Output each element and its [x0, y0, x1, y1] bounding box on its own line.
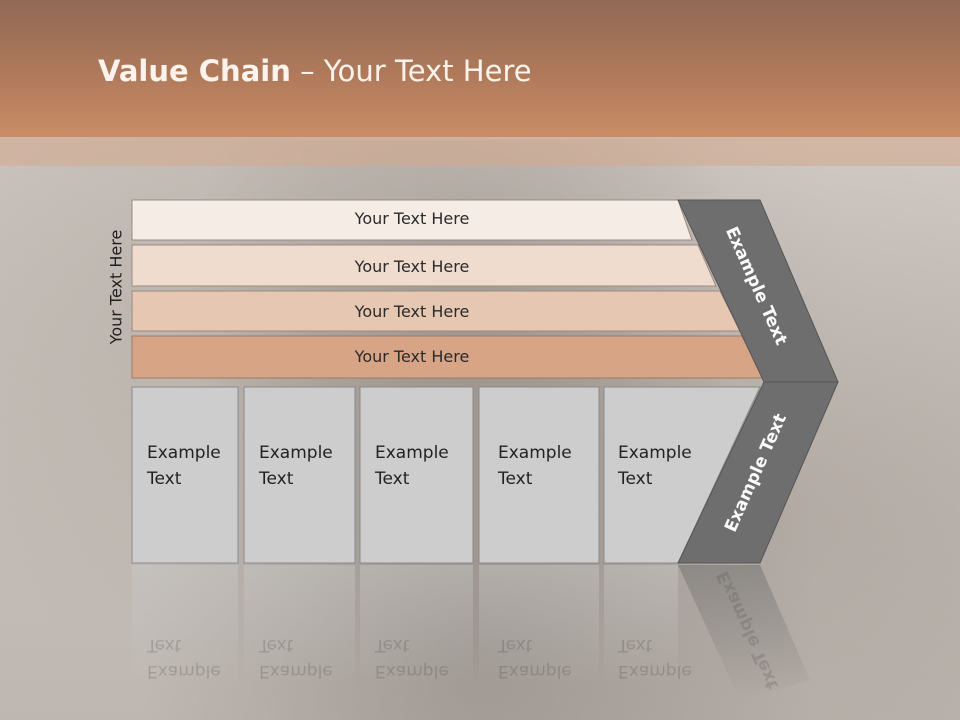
activity-label-5: Example Text — [618, 443, 692, 489]
reflection-label-2: Example Text — [259, 635, 333, 681]
margin-chevron-lower — [677, 381, 839, 564]
reflection-label-3: Example Text — [375, 635, 449, 681]
row-label-3: Your Text Here — [354, 302, 470, 321]
title-bold: Value Chain — [98, 54, 291, 88]
activity-label-2: Example Text — [259, 443, 333, 489]
reflection-box-1 — [132, 565, 238, 685]
activity-box-3 — [359, 386, 474, 564]
row-bar-2 — [131, 244, 717, 287]
title-rest: – Your Text Here — [290, 54, 532, 88]
slide-title: Value Chain – Your Text Here — [98, 54, 532, 88]
row-label-1: Your Text Here — [354, 209, 470, 228]
activity-box-1 — [131, 386, 239, 564]
activity-label-1: Example Text — [147, 443, 221, 489]
reflection-box-2 — [244, 565, 355, 685]
title-bar — [0, 0, 960, 137]
activity-box-4 — [478, 386, 600, 564]
activity-box-2 — [243, 386, 356, 564]
reflection-box-4 — [479, 565, 599, 685]
row-bar-1 — [131, 199, 693, 241]
reflection-box-3 — [360, 565, 473, 685]
activity-label-3: Example Text — [375, 443, 449, 489]
row-label-4: Your Text Here — [354, 347, 470, 366]
reflection-label-4: Example Text — [498, 635, 572, 681]
activity-label-4: Example Text — [498, 443, 572, 489]
reflection-chevron — [678, 565, 810, 700]
reflection-label-5: Example Text — [618, 635, 692, 681]
title-band — [0, 137, 960, 166]
reflection-box-5 — [604, 565, 678, 685]
reflection-label-1: Example Text — [147, 635, 221, 681]
row-label-2: Your Text Here — [354, 257, 470, 276]
